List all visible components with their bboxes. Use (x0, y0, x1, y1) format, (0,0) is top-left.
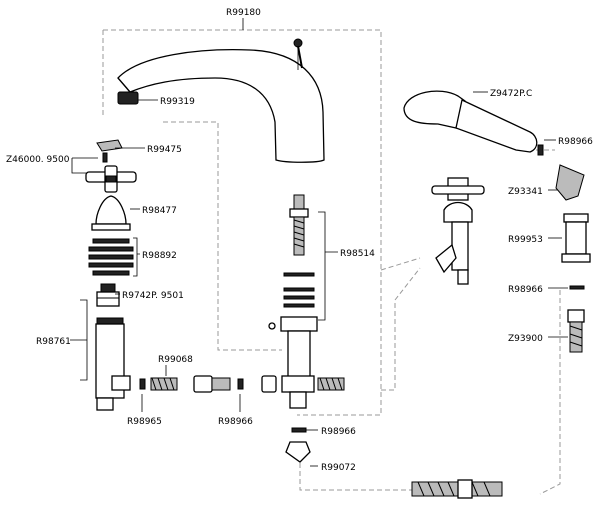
label-cartridge: R9742P. 9501 (122, 291, 184, 301)
label-connector-hose: R99068 (158, 355, 193, 365)
label-flange-cover: R98477 (142, 206, 177, 216)
label-washer-d: R98966 (558, 137, 593, 147)
label-hand-shower: Z9472P.C (490, 89, 532, 99)
label-spout: R99180 (226, 8, 261, 18)
spout-illustration (117, 38, 325, 163)
label-washer-b: R98966 (218, 417, 253, 427)
connector-hoses-illustration (139, 375, 345, 393)
label-hose-weight: Z93900 (508, 334, 543, 344)
label-hose-elbow: Z93341 (508, 187, 543, 197)
spout-mount-illustration (268, 194, 318, 463)
label-trim-rings: R98892 (142, 251, 177, 261)
assembly-outline (102, 29, 561, 495)
leader-lines (70, 18, 568, 467)
label-supply-nut: R99072 (321, 463, 356, 473)
label-index-cap: R99475 (147, 145, 182, 155)
label-valve-body: R98761 (36, 337, 71, 347)
hand-shower-illustration (403, 90, 585, 285)
label-washer-a: R98965 (127, 417, 162, 427)
part-labels: R99180 R99319 R99475 Z46000. 9500 R98477… (6, 8, 593, 473)
label-spout-mount: R98514 (340, 249, 375, 259)
hose-guide-illustration (411, 213, 591, 499)
label-aerator: R99319 (160, 97, 195, 107)
label-washer-c: R98966 (321, 427, 356, 437)
label-hose-guide: R99953 (508, 235, 543, 245)
label-handle-screw-set: Z46000. 9500 (6, 155, 70, 165)
label-washer-e: R98966 (508, 285, 543, 295)
left-valve-illustration (85, 139, 137, 411)
